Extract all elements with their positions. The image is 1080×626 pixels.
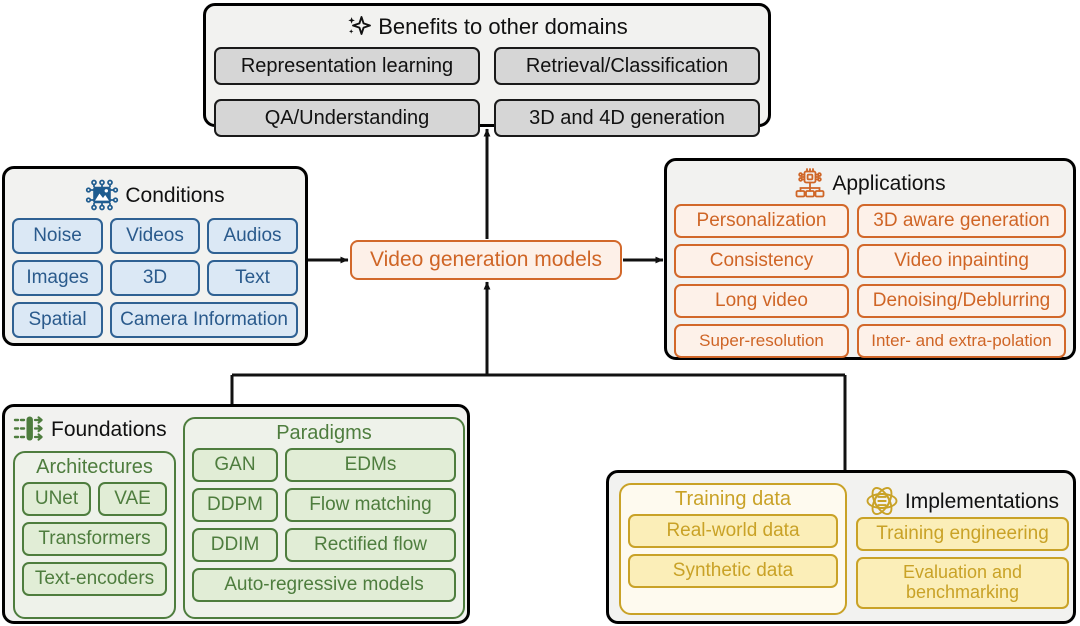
implementations-right-column: Training engineering Evaluation and benc… xyxy=(856,517,1069,609)
implementations-title: Implementations xyxy=(904,489,1059,513)
implementations-group: Implementations Training data Real-world… xyxy=(606,470,1076,624)
foundations-group: Foundations Architectures UNet VAE Trans… xyxy=(2,404,470,624)
benefits-title: Benefits to other domains xyxy=(378,14,628,39)
conditions-row-1: Noise Videos Audios xyxy=(12,218,298,260)
condition-chip-videos[interactable]: Videos xyxy=(109,218,200,254)
conditions-title-row: Conditions xyxy=(12,178,298,212)
paradigm-chip-rectified-flow[interactable]: Rectified flow xyxy=(285,528,456,562)
paradigm-chip-ddim[interactable]: DDIM xyxy=(192,528,278,562)
condition-chip-camera-information[interactable]: Camera Information xyxy=(110,302,298,338)
sparkle-icon xyxy=(346,14,372,40)
paradigm-chip-auto-regressive-models[interactable]: Auto-regressive models xyxy=(192,568,456,602)
training-data-chip-real-world-data[interactable]: Real-world data xyxy=(628,514,838,548)
condition-chip-audios[interactable]: Audios xyxy=(207,218,298,254)
benefit-chip-retrieval-classification[interactable]: Retrieval/Classification xyxy=(494,47,760,85)
training-data-chip-synthetic-data[interactable]: Synthetic data xyxy=(628,554,838,588)
application-chip-video-inpainting[interactable]: Video inpainting xyxy=(857,244,1066,278)
paradigms-row-2: DDPM Flow matching xyxy=(192,488,456,522)
architectures-subgroup: Architectures UNet VAE Transformers Text… xyxy=(13,451,176,619)
benefit-chip-qa-understanding[interactable]: QA/Understanding xyxy=(214,99,480,137)
applications-title-row: Applications xyxy=(674,167,1066,199)
paradigms-title: Paradigms xyxy=(276,422,372,444)
application-chip-consistency[interactable]: Consistency xyxy=(674,244,849,278)
applications-title: Applications xyxy=(832,171,946,195)
application-chip-inter-and-extra-polation[interactable]: Inter- and extra-polation xyxy=(857,324,1066,358)
condition-chip-noise[interactable]: Noise xyxy=(12,218,103,254)
pipeline-filter-icon xyxy=(13,414,45,444)
conditions-row-2: Images 3D Text xyxy=(12,260,298,302)
foundations-title: Foundations xyxy=(51,417,167,441)
paradigm-chip-gan[interactable]: GAN xyxy=(192,448,278,482)
benefit-chip-3d-4d-generation[interactable]: 3D and 4D generation xyxy=(494,99,760,137)
paradigms-row-3: DDIM Rectified flow xyxy=(192,528,456,562)
image-circuit-icon xyxy=(85,178,119,212)
condition-chip-images[interactable]: Images xyxy=(12,260,103,296)
benefits-title-row: Benefits to other domains xyxy=(214,14,760,40)
benefits-group: Benefits to other domains Representation… xyxy=(203,3,771,137)
application-chip-3d-aware-generation[interactable]: 3D aware generation xyxy=(857,204,1066,238)
application-chip-denoising-deblurring[interactable]: Denoising/Deblurring xyxy=(857,284,1066,318)
application-chip-long-video[interactable]: Long video xyxy=(674,284,849,318)
implementations-title-row: Implementations xyxy=(865,484,1059,518)
application-chip-personalization[interactable]: Personalization xyxy=(674,204,849,238)
condition-chip-3d[interactable]: 3D xyxy=(109,260,200,296)
paradigms-subgroup: Paradigms GAN EDMs DDPM Flow matching DD… xyxy=(183,417,465,619)
chip-hierarchy-icon xyxy=(794,167,826,199)
training-data-title: Training data xyxy=(675,488,791,510)
conditions-row-3: Spatial Camera Information xyxy=(12,302,298,344)
condition-chip-spatial[interactable]: Spatial xyxy=(12,302,104,338)
architecture-chip-unet[interactable]: UNet xyxy=(22,482,91,516)
atom-database-icon xyxy=(865,484,899,518)
architectures-title: Architectures xyxy=(36,456,153,478)
implementation-chip-training-engineering[interactable]: Training engineering xyxy=(856,517,1069,551)
architecture-chip-vae[interactable]: VAE xyxy=(98,482,167,516)
applications-group: Applications Personalization 3D aware ge… xyxy=(664,158,1076,360)
paradigm-chip-edms[interactable]: EDMs xyxy=(285,448,456,482)
paradigms-row-1: GAN EDMs xyxy=(192,448,456,482)
implementation-chip-evaluation-and-benchmarking[interactable]: Evaluation and benchmarking xyxy=(856,557,1069,609)
application-chip-super-resolution[interactable]: Super-resolution xyxy=(674,324,849,358)
benefits-chip-grid: Representation learning Retrieval/Classi… xyxy=(214,47,760,144)
foundations-title-row: Foundations xyxy=(13,414,167,444)
training-data-subgroup: Training data Real-world data Synthetic … xyxy=(619,483,847,615)
condition-chip-text[interactable]: Text xyxy=(207,260,298,296)
paradigm-chip-ddpm[interactable]: DDPM xyxy=(192,488,278,522)
architecture-chip-text-encoders[interactable]: Text-encoders xyxy=(22,562,167,596)
paradigm-chip-flow-matching[interactable]: Flow matching xyxy=(285,488,456,522)
applications-chip-grid: Personalization 3D aware generation Cons… xyxy=(674,204,1066,358)
conditions-group: Conditions Noise Videos Audios Images 3D… xyxy=(2,166,308,346)
benefit-chip-representation-learning[interactable]: Representation learning xyxy=(214,47,480,85)
architectures-row-1: UNet VAE xyxy=(22,482,167,516)
center-node-video-generation-models[interactable]: Video generation models xyxy=(350,240,622,280)
conditions-title: Conditions xyxy=(125,183,225,207)
architecture-chip-transformers[interactable]: Transformers xyxy=(22,522,167,556)
